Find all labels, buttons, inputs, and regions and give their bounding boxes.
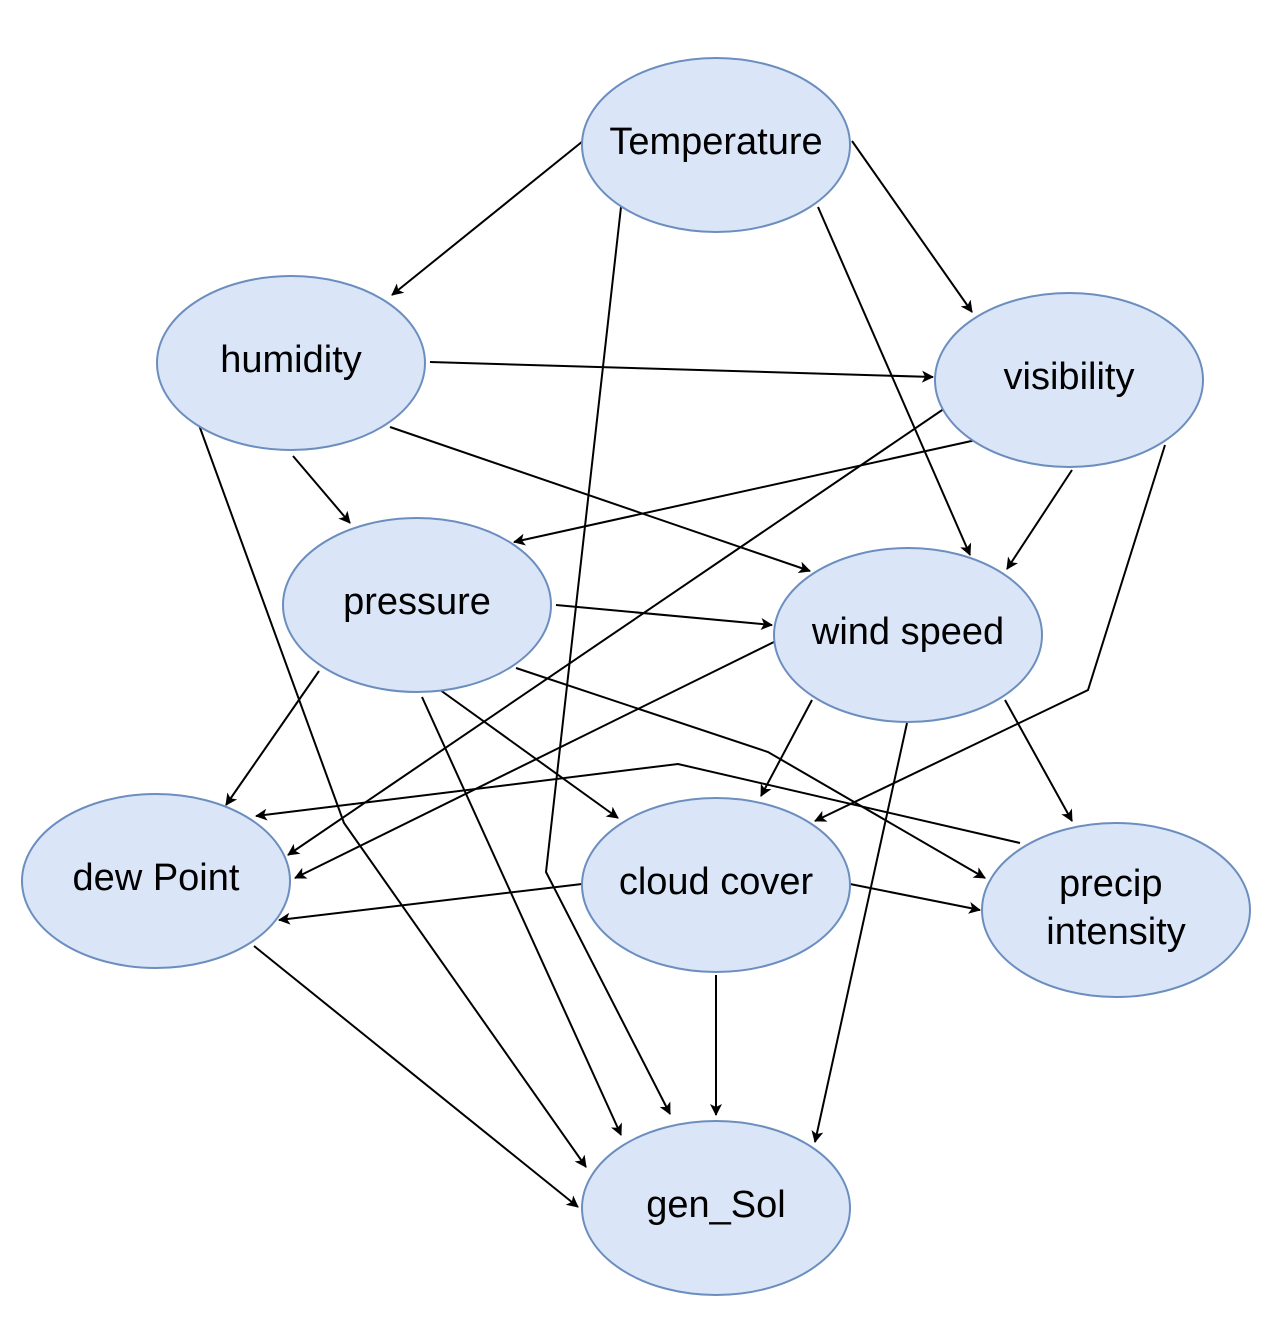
node-humidity-label: humidity <box>220 339 362 381</box>
edge-precip-intensity-dew-point <box>255 762 1021 844</box>
edge-wind-speed-dew-point <box>294 636 785 879</box>
node-visibility: visibility <box>934 292 1204 468</box>
node-cloud-cover: cloud cover <box>581 797 851 973</box>
edge-humidity-gen-sol <box>198 424 587 1168</box>
edge-pressure-wind-speed <box>555 604 773 630</box>
node-pressure: pressure <box>282 517 552 693</box>
node-precip-intensity-shape <box>981 822 1251 998</box>
edge-visibility-dew-point <box>287 403 952 856</box>
node-gen-sol-label: gen_Sol <box>646 1184 785 1226</box>
node-pressure-shape <box>282 517 552 693</box>
edge-temperature-gen-sol <box>544 206 671 1115</box>
node-precip-intensity-label: precip intensity <box>1046 863 1185 953</box>
edge-pressure-cloud-cover <box>435 686 619 819</box>
node-precip-intensity-label-line-2: intensity <box>1046 911 1185 953</box>
node-wind-speed: wind speed <box>773 547 1043 723</box>
node-dew-point-label: dew Point <box>73 857 240 899</box>
edge-visibility-cloud-cover <box>814 444 1166 822</box>
edge-cloud-cover-dew-point <box>278 883 583 925</box>
nodes-layer: Temperature humidity visibility pressure… <box>21 57 1251 1296</box>
node-humidity-shape <box>156 275 426 451</box>
node-wind-speed-shape <box>773 547 1043 723</box>
node-temperature-label: Temperature <box>609 121 822 163</box>
node-dew-point-shape <box>21 793 291 969</box>
node-precip-intensity-label-line-1: precip <box>1059 863 1163 905</box>
node-temperature: Temperature <box>581 57 851 233</box>
node-wind-speed-label: wind speed <box>811 611 1004 653</box>
edge-wind-speed-gen-sol <box>811 722 908 1143</box>
edge-dew-point-gen-sol <box>253 945 579 1208</box>
edge-visibility-wind-speed <box>1006 469 1073 570</box>
node-temperature-shape <box>581 57 851 233</box>
edge-wind-speed-cloud-cover <box>760 699 813 797</box>
edge-pressure-dew-point <box>225 670 320 806</box>
node-cloud-cover-shape <box>581 797 851 973</box>
edge-pressure-gen-sol <box>421 696 622 1136</box>
edge-cloud-cover-precip-intensity <box>849 883 981 914</box>
edge-temperature-wind-speed <box>817 206 972 556</box>
node-gen-sol-shape <box>581 1120 851 1296</box>
node-humidity: humidity <box>156 275 426 451</box>
edge-temperature-visibility <box>851 140 973 313</box>
edge-wind-speed-precip-intensity <box>1004 699 1073 822</box>
node-gen-sol: gen_Sol <box>581 1120 851 1296</box>
edge-humidity-pressure <box>292 455 351 524</box>
node-precip-intensity: precip intensity <box>981 822 1251 998</box>
node-visibility-label: visibility <box>1004 356 1135 398</box>
node-pressure-label: pressure <box>343 581 491 623</box>
edge-temperature-humidity <box>391 140 584 296</box>
edges-layer <box>198 140 1166 1208</box>
node-cloud-cover-label: cloud cover <box>619 861 814 903</box>
node-dew-point: dew Point <box>21 793 291 969</box>
edge-humidity-visibility <box>429 361 934 383</box>
node-visibility-shape <box>934 292 1204 468</box>
edge-pressure-precip-intensity <box>515 667 986 879</box>
edge-visibility-pressure <box>513 439 977 546</box>
